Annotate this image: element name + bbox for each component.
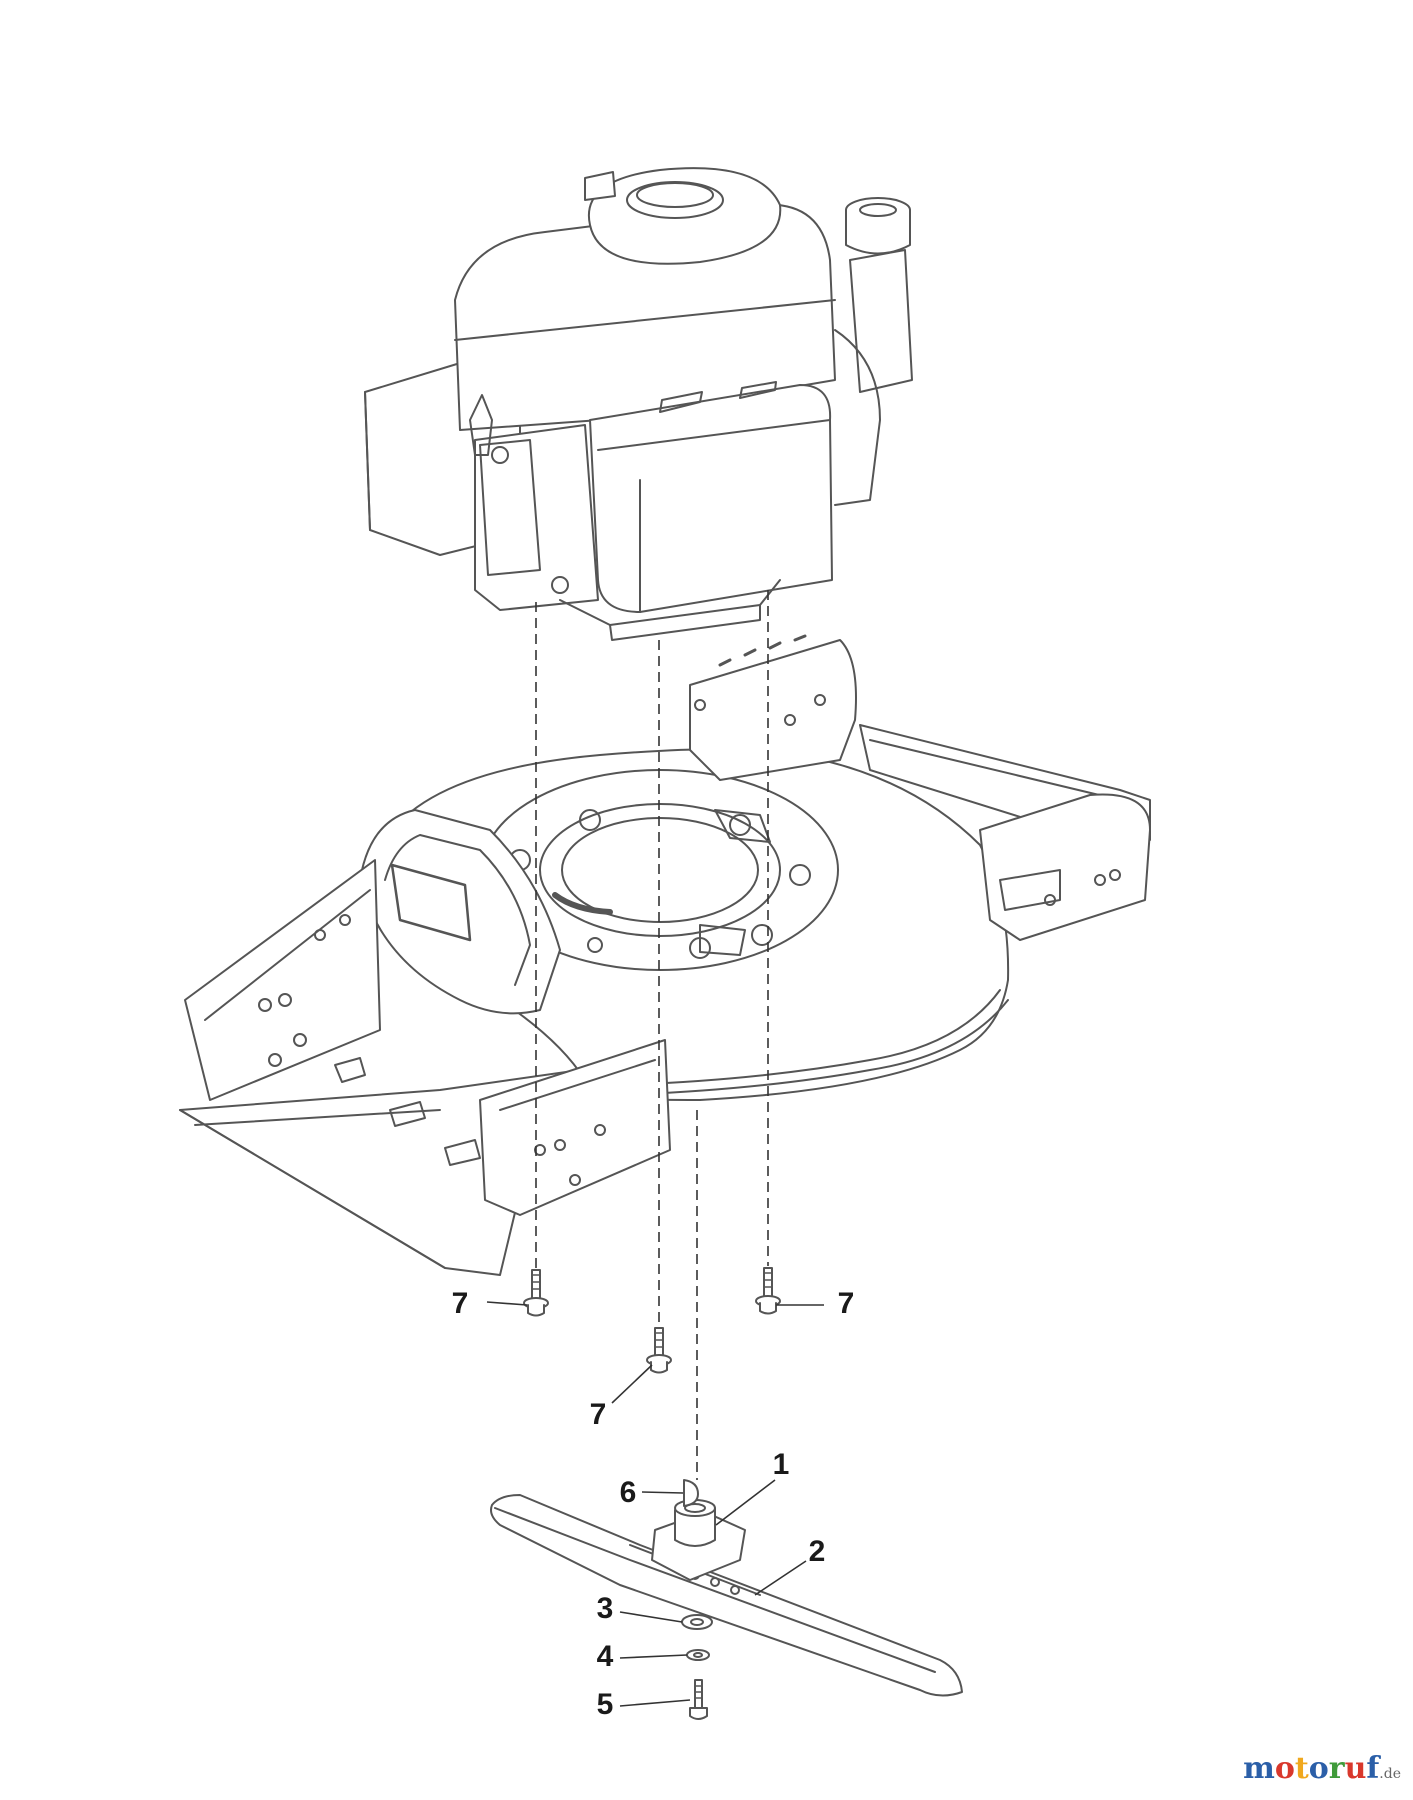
mower-deck-illustration (179, 634, 1151, 1276)
leader-3 (619, 1611, 683, 1623)
leader-1 (715, 1479, 776, 1526)
leader-5 (619, 1699, 691, 1707)
watermark-letter: o (1274, 1751, 1295, 1786)
leader-7-left (486, 1301, 528, 1306)
callout-1: 1 (773, 1448, 790, 1481)
watermark-logo: motoruf.de (1243, 1751, 1401, 1786)
watermark-letter: r (1328, 1751, 1345, 1786)
watermark-letter: t (1294, 1751, 1309, 1786)
watermark-text: motoruf (1243, 1751, 1379, 1786)
callout-3: 3 (597, 1592, 614, 1625)
callout-4: 4 (597, 1640, 614, 1673)
washer-illustration (681, 1614, 713, 1630)
blade-adapter-illustration (651, 1499, 746, 1581)
callout-2: 2 (809, 1535, 826, 1568)
callout-5: 5 (597, 1688, 614, 1721)
bolt-7-center (646, 1327, 672, 1374)
leader-7-center (611, 1364, 653, 1404)
bolt-7-right (755, 1267, 781, 1315)
key-illustration (683, 1479, 699, 1507)
leader-2 (754, 1560, 807, 1596)
lock-washer-illustration (686, 1649, 710, 1661)
watermark-letter: o (1308, 1751, 1329, 1786)
callout-6: 6 (620, 1476, 637, 1509)
callout-7-center: 7 (590, 1398, 607, 1431)
leader-4 (619, 1654, 688, 1659)
bolt-7-left (523, 1269, 549, 1317)
callout-7-left: 7 (452, 1287, 469, 1320)
watermark-letter: u (1344, 1751, 1367, 1786)
blade-bolt-illustration (689, 1679, 708, 1720)
leader-6 (641, 1491, 684, 1494)
watermark-letter: f (1366, 1751, 1380, 1786)
watermark-suffix: .de (1379, 1766, 1401, 1782)
engine-illustration (364, 167, 913, 641)
callout-7-right: 7 (838, 1287, 855, 1320)
watermark-letter: m (1243, 1751, 1275, 1786)
